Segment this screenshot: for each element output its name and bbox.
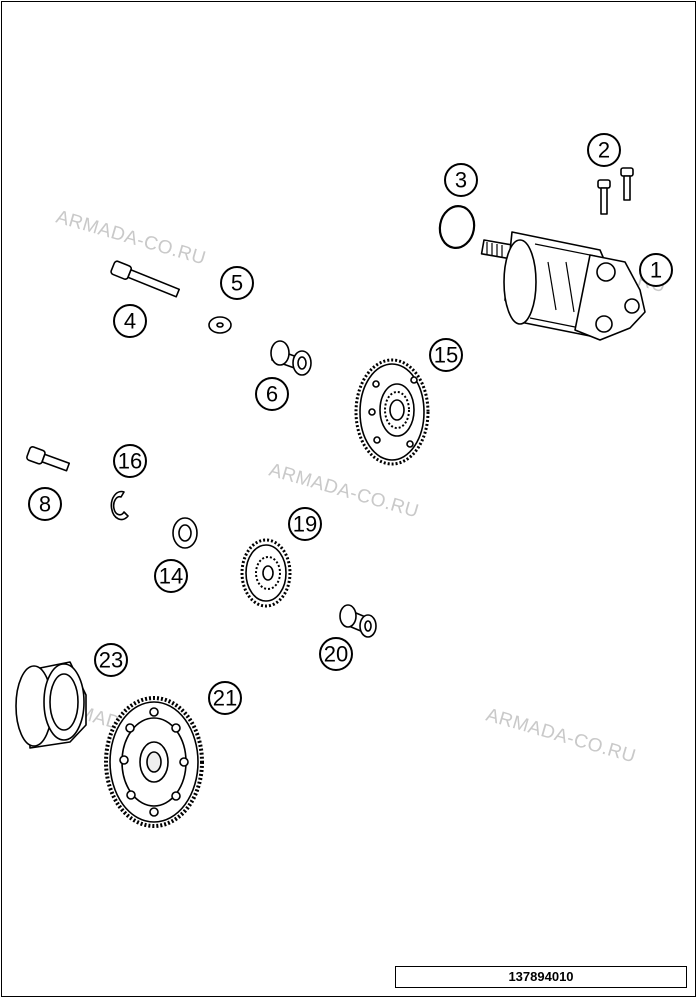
svg-text:21: 21	[213, 686, 237, 711]
small-gear-part	[240, 538, 292, 608]
svg-text:4: 4	[124, 309, 136, 334]
callout-15: 15	[429, 338, 463, 372]
intermediate-gear-part	[354, 358, 430, 466]
svg-text:1: 1	[650, 258, 662, 283]
svg-text:14: 14	[159, 564, 183, 589]
callout-1: 1	[639, 253, 673, 287]
svg-text:5: 5	[231, 271, 243, 296]
circlip-part	[110, 490, 129, 521]
bushing-part	[270, 340, 312, 376]
sleeve-part	[339, 604, 377, 638]
washer-part	[208, 316, 232, 334]
starter-gear-part	[104, 696, 204, 828]
o-ring-part	[438, 205, 476, 249]
svg-text:8: 8	[39, 492, 51, 517]
long-screw-part	[110, 260, 181, 298]
callout-4: 4	[113, 304, 147, 338]
thrust-washer-part	[172, 517, 198, 549]
callout-19: 19	[288, 507, 322, 541]
starter-motor-part	[480, 231, 646, 341]
screw-pair-part	[597, 167, 634, 215]
callout-2: 2	[587, 133, 621, 167]
callout-20: 20	[319, 637, 353, 671]
watermark: ARMADA-CO.RU	[484, 705, 639, 768]
svg-text:3: 3	[455, 168, 467, 193]
svg-text:16: 16	[118, 449, 142, 474]
callout-6: 6	[255, 377, 289, 411]
watermark: ARMADA-CO.RU	[54, 207, 209, 270]
svg-text:2: 2	[598, 138, 610, 163]
callout-3: 3	[444, 163, 478, 197]
callout-8: 8	[28, 487, 62, 521]
callout-21: 21	[208, 681, 242, 715]
short-screw-part	[26, 446, 71, 472]
callout-16: 16	[113, 444, 147, 478]
callout-14: 14	[154, 559, 188, 593]
diagram-code-label: 137894010	[395, 966, 687, 988]
callout-23: 23	[94, 643, 128, 677]
watermark: ARMADA-CO.RU	[267, 460, 422, 523]
svg-text:19: 19	[293, 512, 317, 537]
svg-text:23: 23	[99, 648, 123, 673]
svg-text:6: 6	[266, 382, 278, 407]
callout-5: 5	[220, 266, 254, 300]
svg-text:20: 20	[324, 642, 348, 667]
svg-text:15: 15	[434, 343, 458, 368]
freewheel-ring-part	[15, 661, 87, 749]
